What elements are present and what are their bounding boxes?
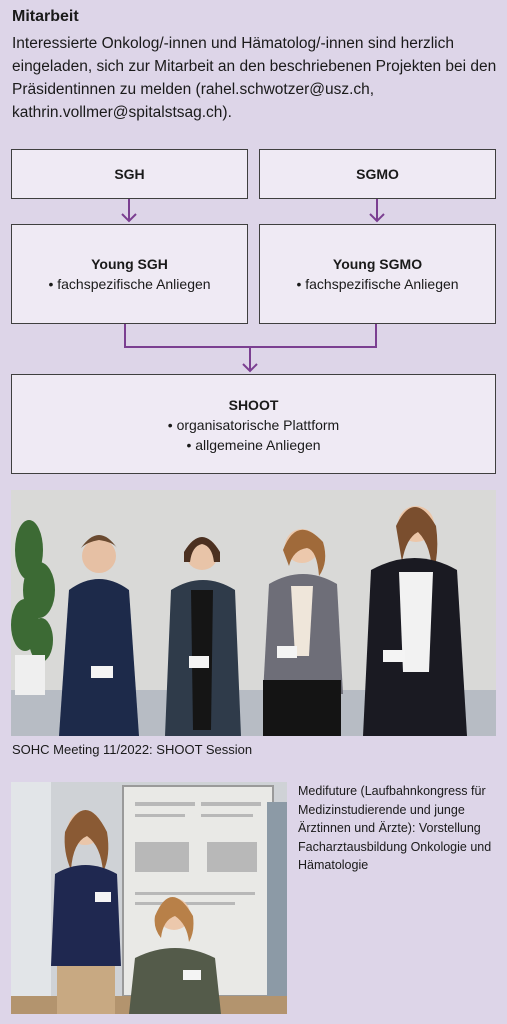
- sgh-box: SGH: [11, 149, 248, 199]
- intro-paragraph: Interessierte Onkolog/-innen und Hämatol…: [12, 35, 497, 121]
- young-sgmo-title: Young SGMO: [332, 256, 423, 272]
- photo2-caption: Medifuture (Laufbahnkongress für Medizin…: [298, 784, 492, 872]
- photo1-caption: SOHC Meeting 11/2022: SHOOT Session: [12, 742, 253, 757]
- young-sgh-box: Young SGH • fachspezifische Anliegen: [11, 224, 248, 324]
- sgmo-box: SGMO: [259, 149, 496, 199]
- shoot-title: SHOOT: [228, 397, 279, 413]
- shoot-item: • allgemeine Anliegen: [186, 437, 321, 453]
- group-photo: [11, 490, 496, 736]
- young-sgh-title: Young SGH: [91, 256, 168, 272]
- sgmo-label: SGMO: [356, 166, 399, 182]
- young-sgmo-box: Young SGMO • fachspezifische Anliegen: [259, 224, 496, 324]
- section-heading: Mitarbeit: [12, 8, 79, 25]
- arrow-shoot-head: [242, 363, 258, 373]
- diagram-connectors: [121, 199, 385, 373]
- young-sgh-item: • fachspezifische Anliegen: [48, 276, 211, 292]
- poster-photo: [11, 782, 287, 1014]
- shoot-item: • organisatorische Plattform: [167, 417, 340, 433]
- arrow-sgh-head: [121, 213, 137, 223]
- young-sgmo-item: • fachspezifische Anliegen: [296, 276, 459, 292]
- arrow-sgmo-head: [369, 213, 385, 223]
- shoot-box: SHOOT • organisatorische Plattform • all…: [11, 374, 496, 474]
- merge-line: [124, 324, 377, 348]
- sgh-label: SGH: [114, 166, 145, 182]
